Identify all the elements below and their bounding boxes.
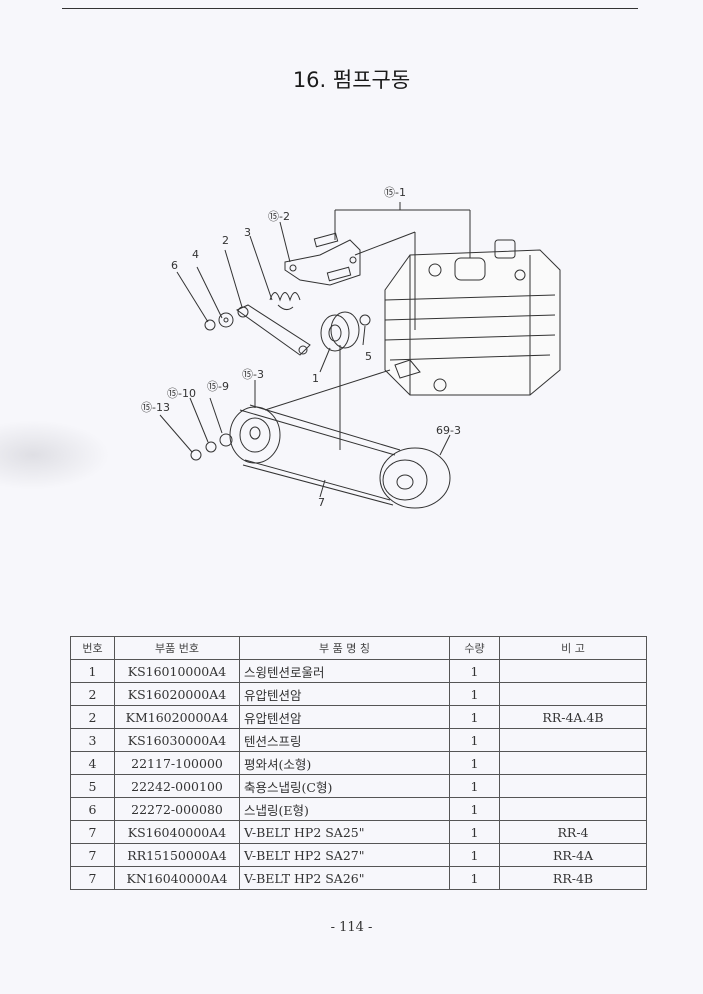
cell-quantity: 1 [449, 774, 500, 798]
cell-part-name: 스냅링(E형) [239, 797, 450, 821]
snap-ring-c [359, 314, 371, 326]
cell-part-name: 유압텐션암 [239, 682, 450, 706]
header-no: 번호 [70, 636, 115, 660]
cell-no: 7 [70, 820, 115, 844]
cell-no: 1 [70, 659, 115, 683]
cell-quantity: 1 [449, 797, 500, 821]
page-number: - 114 - [330, 920, 373, 935]
cell-part-name: 유압텐션암 [239, 705, 450, 729]
cell-no: 4 [70, 751, 115, 775]
page-title: 16. 펌프구동 [292, 68, 411, 92]
label-15-1: ⑮-1 [384, 186, 406, 199]
top-rule [62, 8, 638, 9]
cell-no: 3 [70, 728, 115, 752]
cell-no: 5 [70, 774, 115, 798]
leader-lines [159, 202, 471, 498]
cell-remarks: RR-4A [499, 843, 647, 867]
cell-no: 2 [70, 682, 115, 706]
snap-ring-e [204, 319, 216, 331]
header-remarks: 비 고 [499, 636, 647, 660]
label-4: 4 [192, 248, 199, 261]
cell-part-number: KM16020000A4 [114, 705, 240, 729]
spring [269, 292, 301, 311]
cell-part-number: KS16030000A4 [114, 728, 240, 752]
header-quantity: 수량 [449, 636, 500, 660]
cell-part-name: V-BELT HP2 SA25" [239, 820, 450, 844]
cell-part-name: 축용스냅링(C형) [239, 774, 450, 798]
cell-remarks [499, 659, 647, 683]
cell-no: 7 [70, 866, 115, 890]
pump-drive-diagram [159, 202, 561, 509]
cell-part-number: 22117-100000 [114, 751, 240, 775]
cell-remarks [499, 682, 647, 706]
cell-remarks [499, 751, 647, 775]
table-header-row: 번호 부품 번호 부 품 명 칭 수량 비 고 [70, 636, 647, 660]
roller [320, 314, 350, 352]
cell-part-number: KS16040000A4 [114, 820, 240, 844]
bracket [284, 232, 361, 286]
cell-part-name: V-BELT HP2 SA27" [239, 843, 450, 867]
cell-part-number: RR15150000A4 [114, 843, 240, 867]
cell-no: 7 [70, 843, 115, 867]
cell-remarks: RR-4 [499, 820, 647, 844]
scan-smudge [0, 420, 110, 490]
label-69-3: 69-3 [436, 424, 461, 437]
cell-remarks: RR-4B [499, 866, 647, 890]
cell-part-number: 22272-000080 [114, 797, 240, 821]
label-6: 6 [171, 259, 178, 272]
label-7: 7 [318, 496, 325, 509]
header-part-number: 부품 번호 [114, 636, 240, 660]
cell-part-name: 스윙텐션로울러 [239, 659, 450, 683]
cell-quantity: 1 [449, 866, 500, 890]
label-3: 3 [244, 226, 251, 239]
cell-quantity: 1 [449, 843, 500, 867]
cell-quantity: 1 [449, 659, 500, 683]
label-5: 5 [365, 350, 372, 363]
label-15-2: ⑮-2 [268, 210, 290, 223]
cell-part-number: 22242-000100 [114, 774, 240, 798]
cell-quantity: 1 [449, 751, 500, 775]
cell-remarks [499, 728, 647, 752]
cell-quantity: 1 [449, 705, 500, 729]
cell-quantity: 1 [449, 728, 500, 752]
cell-part-name: 텐션스프링 [239, 728, 450, 752]
cell-remarks [499, 797, 647, 821]
label-15-3: ⑮-3 [242, 368, 264, 381]
label-1: 1 [312, 372, 319, 385]
cell-part-number: KN16040000A4 [114, 866, 240, 890]
cell-quantity: 1 [449, 682, 500, 706]
label-2: 2 [222, 234, 229, 247]
cell-no: 6 [70, 797, 115, 821]
washer [218, 312, 234, 328]
label-15-9: ⑮-9 [207, 380, 229, 393]
cell-quantity: 1 [449, 820, 500, 844]
cell-remarks [499, 774, 647, 798]
label-15-13: ⑮-13 [141, 401, 170, 414]
cell-part-name: 평와셔(소형) [239, 751, 450, 775]
cell-part-name: V-BELT HP2 SA26" [239, 866, 450, 890]
cell-remarks: RR-4A.4B [499, 705, 647, 729]
cell-no: 2 [70, 705, 115, 729]
pump-body [384, 239, 561, 396]
header-part-name: 부 품 명 칭 [239, 636, 450, 660]
label-15-10: ⑮-10 [167, 387, 196, 400]
cell-part-number: KS16010000A4 [114, 659, 240, 683]
cell-part-number: KS16020000A4 [114, 682, 240, 706]
